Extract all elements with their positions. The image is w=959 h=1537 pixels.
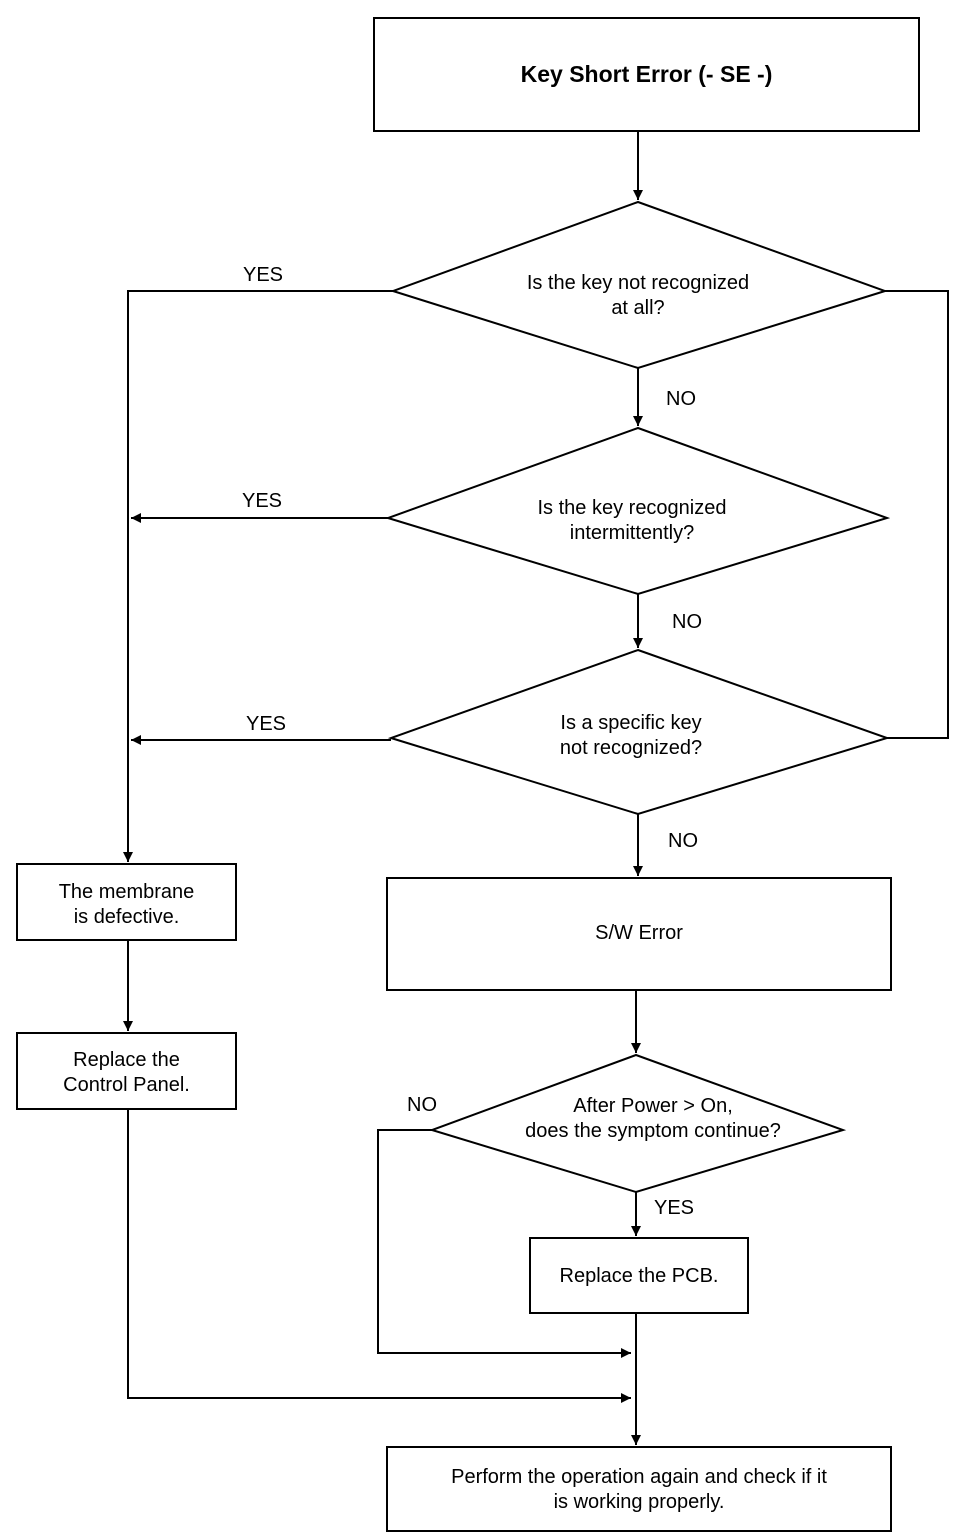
label-d4-yes: YES (654, 1197, 695, 1219)
label-d4-no: NO (407, 1094, 437, 1116)
title-box (373, 17, 920, 132)
final-box (386, 1446, 892, 1532)
label-d1-yes: YES (243, 264, 284, 286)
decision-not-recognized-text: Is the key not recognized at all? (526, 272, 750, 319)
label-d3-yes: YES (246, 713, 287, 735)
connector-panel-to-final (127, 1109, 631, 1403)
decision-intermittent-text: Is the key recognized intermittently? (537, 497, 727, 544)
label-d1-no: NO (666, 388, 696, 410)
replace-pcb-box-text: Replace the PCB. (559, 1265, 719, 1287)
label-d2-yes: YES (242, 490, 283, 512)
replace-panel-box-text: Replace the Control Panel. (63, 1049, 190, 1096)
replace-pcb-box (529, 1237, 749, 1314)
label-d2-no: NO (672, 611, 702, 633)
label-d3-no: NO (668, 830, 698, 852)
final-box-text: Perform the operation again and check if… (451, 1466, 827, 1513)
decision-power-on-text: After Power > On, does the symptom conti… (525, 1095, 781, 1142)
connector-d1-right (885, 290, 949, 739)
membrane-box-text: The membrane is defective. (58, 881, 195, 928)
connector-d4-no (377, 1129, 631, 1358)
decision-specific-key-text: Is a specific key not recognized? (559, 712, 703, 759)
sw-error-box-text: S/W Error (595, 922, 683, 944)
sw-error-box (386, 877, 892, 991)
flowchart-title: Key Short Error (- SE -) (520, 61, 773, 87)
replace-panel-box (16, 1032, 237, 1110)
connector-d1-yes (123, 290, 393, 862)
membrane-box (16, 863, 237, 941)
